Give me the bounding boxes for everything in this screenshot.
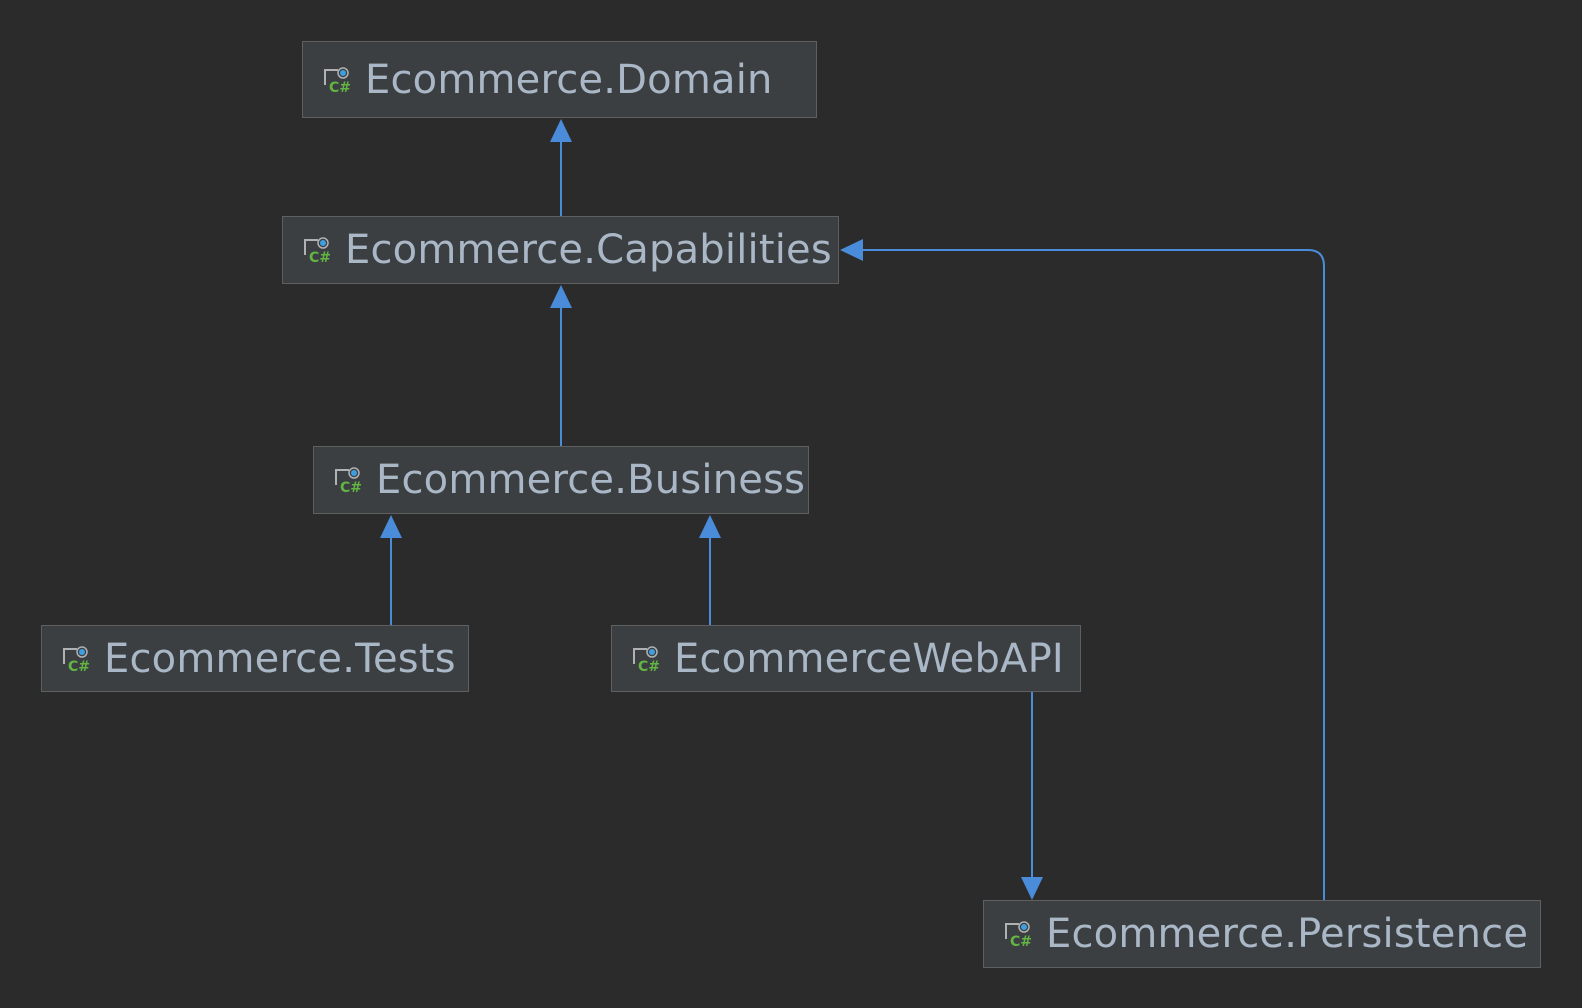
edge-persistence-to-capabilities	[840, 239, 1325, 900]
node-ecommerce-tests[interactable]: C# Ecommerce.Tests	[41, 625, 469, 692]
svg-text:C#: C#	[340, 480, 362, 495]
edge-tests-to-business	[380, 515, 402, 625]
edge-business-to-capabilities	[550, 285, 572, 446]
arrowhead	[840, 239, 863, 261]
csharp-project-icon: C#	[63, 645, 90, 674]
edge-line	[862, 249, 1325, 900]
node-label: Ecommerce.Persistence	[1046, 911, 1529, 957]
svg-text:C#: C#	[638, 659, 660, 674]
node-ecommerce-business[interactable]: C# Ecommerce.Business	[313, 446, 809, 514]
svg-text:C#: C#	[68, 659, 90, 674]
node-ecommerce-domain[interactable]: C# Ecommerce.Domain	[302, 41, 817, 118]
node-label: Ecommerce.Domain	[365, 56, 773, 103]
node-label: Ecommerce.Tests	[104, 635, 456, 682]
node-label: Ecommerce.Business	[376, 457, 806, 503]
csharp-project-icon: C#	[633, 645, 660, 674]
arrowhead	[1021, 877, 1043, 900]
node-ecommerce-capabilities[interactable]: C# Ecommerce.Capabilities	[282, 216, 839, 284]
arrowhead	[550, 285, 572, 308]
node-label: EcommerceWebAPI	[674, 635, 1064, 682]
arrowhead	[550, 119, 572, 142]
edge-webapi-to-persistence	[1021, 692, 1043, 900]
csharp-project-icon: C#	[304, 237, 331, 265]
csharp-project-icon: C#	[1005, 921, 1032, 949]
csharp-project-icon: C#	[324, 66, 351, 95]
arrowhead	[380, 515, 402, 538]
svg-text:C#: C#	[309, 250, 331, 265]
node-ecommerce-persistence[interactable]: C# Ecommerce.Persistence	[983, 900, 1541, 968]
svg-text:C#: C#	[1010, 934, 1032, 949]
edge-webapi-to-business	[699, 515, 721, 625]
node-label: Ecommerce.Capabilities	[345, 227, 832, 273]
node-ecommerce-webapi[interactable]: C# EcommerceWebAPI	[611, 625, 1081, 692]
arrowhead	[699, 515, 721, 538]
csharp-project-icon: C#	[335, 467, 362, 495]
svg-text:C#: C#	[329, 80, 351, 95]
edge-capabilities-to-domain	[550, 119, 572, 216]
